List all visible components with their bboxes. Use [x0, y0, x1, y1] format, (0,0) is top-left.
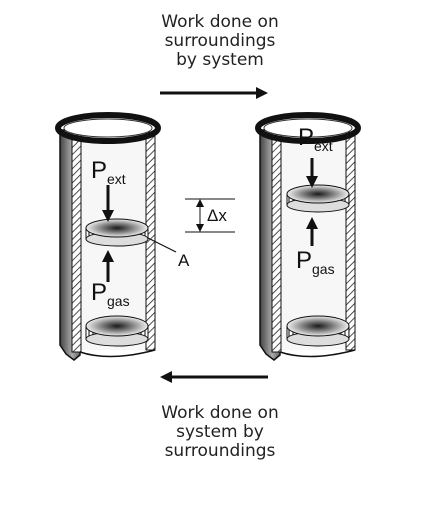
delta-x-indicator: [185, 198, 235, 233]
left-p-ext-label: Pext: [91, 157, 126, 187]
right-cylinder: [255, 112, 361, 361]
right-p-ext-label: Pext: [298, 124, 333, 154]
area-leader: [147, 237, 177, 253]
area-label: A: [178, 251, 190, 270]
bottom-caption: Work done on system by surroundings: [161, 403, 279, 461]
left-p-gas-label: Pgas: [91, 279, 130, 309]
arrow-left-head: [160, 371, 172, 383]
left-cylinder: [55, 112, 161, 361]
right-p-gas-label: Pgas: [296, 247, 335, 277]
delta-x-label: Δx: [207, 206, 227, 225]
arrow-right-head: [256, 87, 268, 99]
top-caption: Work done on surroundings by system: [161, 12, 279, 70]
